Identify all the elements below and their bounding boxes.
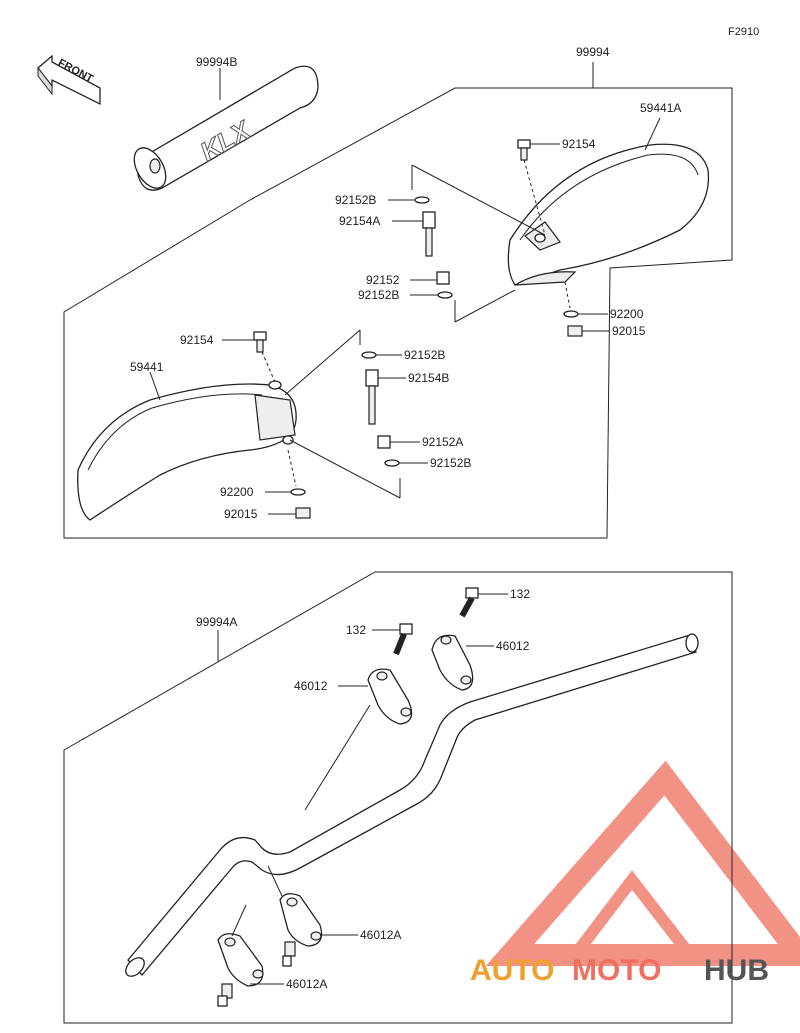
washer-r2	[563, 310, 579, 318]
label-clamp-upper-right: 46012	[496, 639, 530, 653]
washer-r-bottom	[437, 291, 453, 299]
watermark-moto: MOTO	[572, 954, 661, 987]
label-handlebar-kit: 99994A	[196, 615, 237, 629]
handlebar-kit-outline	[63, 571, 733, 1024]
clamp-upper-right	[431, 634, 474, 691]
label-nut-l: 92015	[224, 507, 258, 521]
handguard-left	[77, 380, 297, 521]
label-bolt-132-left: 132	[346, 623, 366, 637]
label-clamp-lower-left: 46012A	[286, 977, 327, 991]
watermark-auto: AUTO	[470, 954, 554, 987]
handguard-kit-outline	[63, 87, 733, 539]
bar-pad: KLX	[133, 65, 319, 191]
label-nut-r: 92015	[612, 324, 646, 338]
clamp-lower-right	[279, 893, 323, 967]
watermark-hub: HUB	[704, 954, 769, 987]
nut-right	[567, 325, 583, 337]
washer-l2	[290, 488, 306, 496]
label-collar-l: 92152A	[422, 435, 463, 449]
bolt-left	[253, 331, 267, 353]
label-bolt-l: 92154	[180, 333, 214, 347]
label-washer-l-bottom: 92152B	[430, 456, 471, 470]
clamp-lower-left	[217, 933, 264, 1007]
label-handguard-kit: 99994	[576, 45, 610, 59]
label-collar-r: 92152	[366, 273, 400, 287]
collar-right	[436, 271, 450, 285]
label-clamp-lower-right: 46012A	[360, 928, 401, 942]
bolt-right	[517, 139, 531, 161]
label-bolt-132-right: 132	[510, 587, 530, 601]
clamp-upper-left	[367, 668, 413, 725]
washer-r-top	[414, 196, 430, 204]
washer-l-top	[361, 351, 377, 359]
washer-l-bottom	[384, 459, 400, 467]
long-bolt-right	[422, 211, 436, 257]
collar-left	[377, 435, 391, 449]
front-arrow-icon: FRONT	[37, 54, 101, 106]
figure-code: F2910	[728, 26, 759, 38]
bolt-132-right	[459, 587, 479, 618]
handguard-right	[507, 143, 710, 286]
label-guard-left: 59441	[130, 360, 164, 374]
long-bolt-left	[365, 369, 379, 425]
watermark-logo	[485, 760, 800, 966]
label-washer-l2: 92200	[220, 485, 254, 499]
label-washer-r2: 92200	[610, 307, 644, 321]
label-washer-l-top: 92152B	[404, 348, 445, 362]
handlebar	[125, 633, 699, 977]
label-long-bolt-r: 92154A	[339, 214, 380, 228]
bolt-132-left	[393, 623, 413, 656]
label-bar-pad: 99994B	[196, 55, 237, 69]
nut-left	[295, 507, 311, 519]
label-bolt-r: 92154	[562, 137, 596, 151]
label-washer-r-top: 92152B	[335, 193, 376, 207]
label-washer-r-bottom: 92152B	[358, 288, 399, 302]
label-guard-right: 59441A	[640, 101, 681, 115]
watermark-text: AUTO MOTO HUB	[470, 954, 769, 987]
label-long-bolt-l: 92154B	[408, 371, 449, 385]
label-clamp-upper-left: 46012	[294, 679, 328, 693]
